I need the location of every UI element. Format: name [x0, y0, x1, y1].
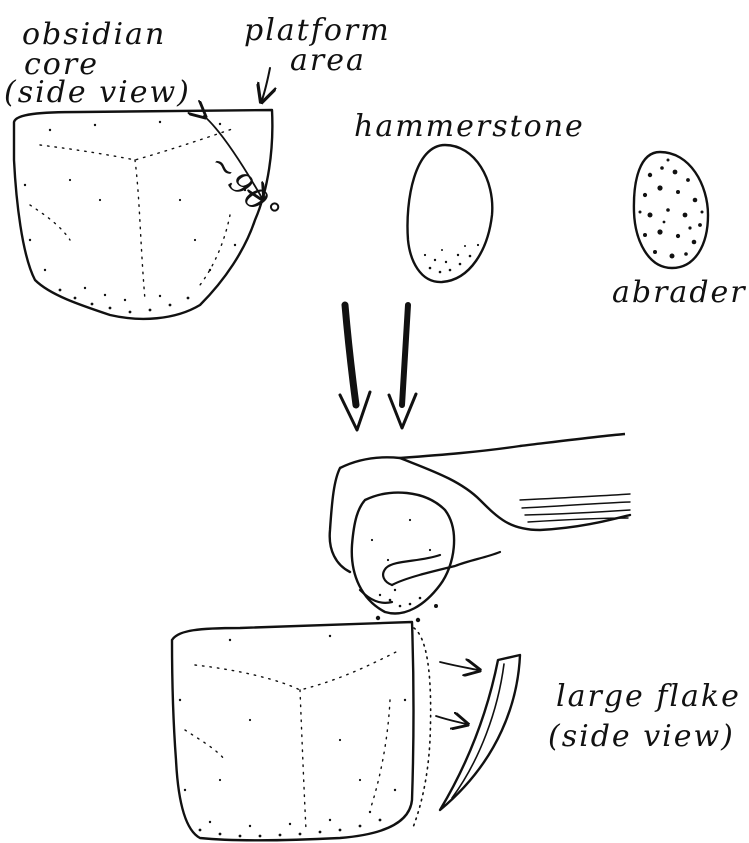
hammerstone [407, 145, 492, 282]
arrow-left [345, 305, 356, 405]
hammerstone-label: hammerstone [354, 109, 585, 144]
obsidian-core-top: ~90° [14, 110, 288, 319]
platform-arrow [262, 68, 270, 100]
arrow-right [402, 305, 408, 405]
process-arrows [340, 305, 416, 430]
hand-with-hammerstone [330, 434, 630, 630]
obsidian-core-bottom [172, 622, 431, 840]
abrader [634, 152, 708, 268]
large-flake-label-2: (side view) [548, 719, 735, 754]
platform-area-label-2: area [290, 43, 366, 78]
large-flake [436, 655, 520, 810]
flake-detachment-path [412, 628, 431, 830]
abrader-label: abrader [612, 275, 747, 310]
large-flake-label-1: large flake [556, 679, 741, 714]
obsidian-core-label-3: (side view) [4, 75, 191, 110]
